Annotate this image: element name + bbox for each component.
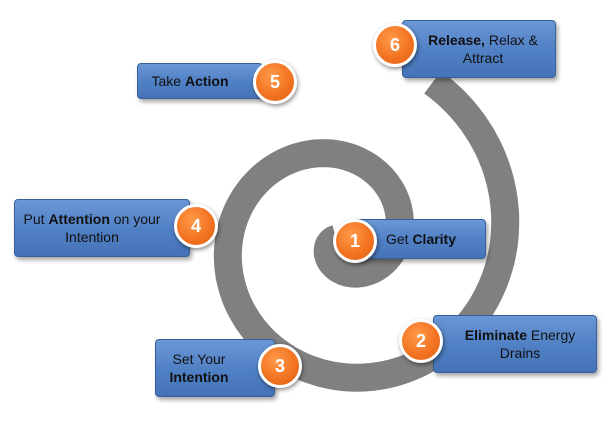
step-1-label: Get Clarity — [385, 231, 457, 247]
step-6-number-badge: 6 — [373, 23, 417, 67]
step-3-label: Set Your Intention — [169, 351, 229, 385]
step-4-label-box: Put Attention on your Intention — [14, 199, 190, 257]
step-4-number-badge: 4 — [174, 204, 218, 248]
step-2-label: Eliminate Energy Drains — [464, 327, 576, 361]
step-5-label: Take Action — [151, 73, 229, 89]
step-1-number-badge: 1 — [333, 219, 377, 263]
step-2-label-box: Eliminate Energy Drains — [433, 315, 597, 373]
step-4-label: Put Attention on your Intention — [23, 211, 161, 245]
step-3-number-badge: 3 — [258, 344, 302, 388]
step-3-label-box: Set Your Intention — [155, 339, 275, 397]
step-5-label-box: Take Action — [137, 63, 263, 99]
step-6-label: Release, Relax & Attract — [428, 32, 538, 66]
step-6-label-box: Release, Relax & Attract — [402, 20, 556, 78]
step-5-number-badge: 5 — [253, 60, 297, 104]
step-2-number-badge: 2 — [399, 319, 443, 363]
